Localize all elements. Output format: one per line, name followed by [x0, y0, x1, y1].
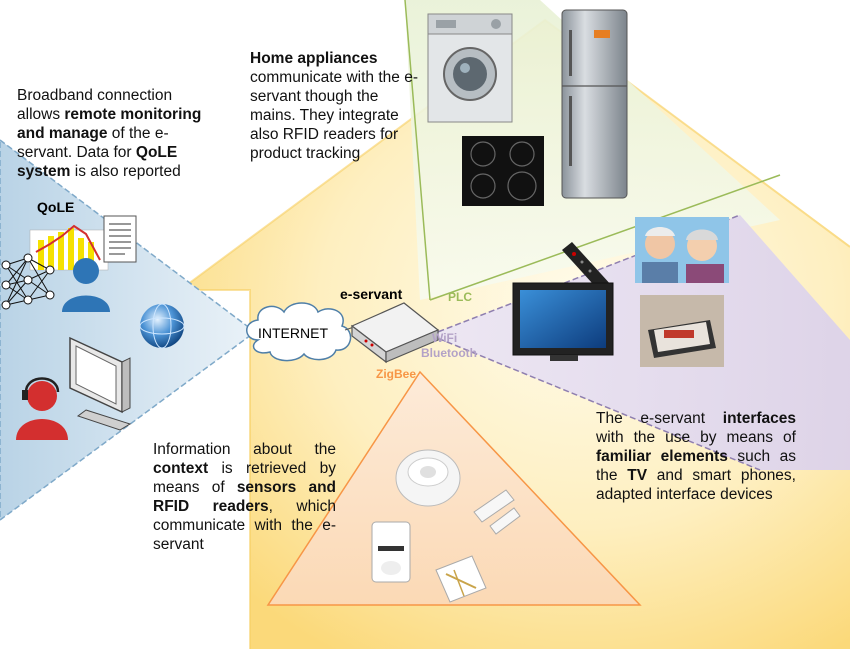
bluetooth-label: Bluetooth: [421, 346, 477, 360]
context-description: Information about the context is retriev…: [153, 441, 336, 553]
operator-icon: [16, 377, 68, 440]
document-icon: [103, 215, 137, 263]
elderly-couple-photo: [635, 217, 729, 283]
cooktop-image: [462, 136, 544, 206]
wifi-line-2: [429, 334, 761, 471]
broadband-description: Broadband connection allows remote monit…: [17, 87, 202, 180]
plc-label: PLC: [448, 290, 472, 304]
interfaces-description: The e-servant interfaces with the use by…: [596, 410, 796, 503]
appliances-description: Home appliances communicate with the e-s…: [250, 50, 418, 162]
e-servant-label: e-servant: [340, 286, 403, 302]
plc-line-2: [429, 174, 781, 301]
washing-machine-image: [427, 13, 513, 123]
globe-icon: [139, 303, 185, 349]
rfid-tag-image: [435, 555, 487, 603]
internet-label: INTERNET: [258, 325, 328, 341]
zigbee-label: ZigBee: [376, 367, 416, 381]
tv-image: [512, 282, 614, 361]
computer-monitor-icon: [69, 336, 132, 431]
door-sensor-image: [473, 489, 521, 535]
smoke-detector-image: [395, 449, 461, 507]
internet-cloud: [246, 302, 352, 362]
neural-network-icon: [1, 253, 55, 310]
smartphone-photo: [640, 295, 724, 367]
motion-sensor-image: [371, 521, 411, 583]
user-icon: [62, 258, 110, 312]
fridge-image: [561, 9, 628, 199]
wifi-label: WiFi: [432, 331, 457, 345]
qole-label: QoLE: [37, 199, 74, 215]
remote-control-image: [562, 242, 612, 294]
plc-line: [404, 0, 431, 301]
e-servant-device: [350, 302, 440, 364]
